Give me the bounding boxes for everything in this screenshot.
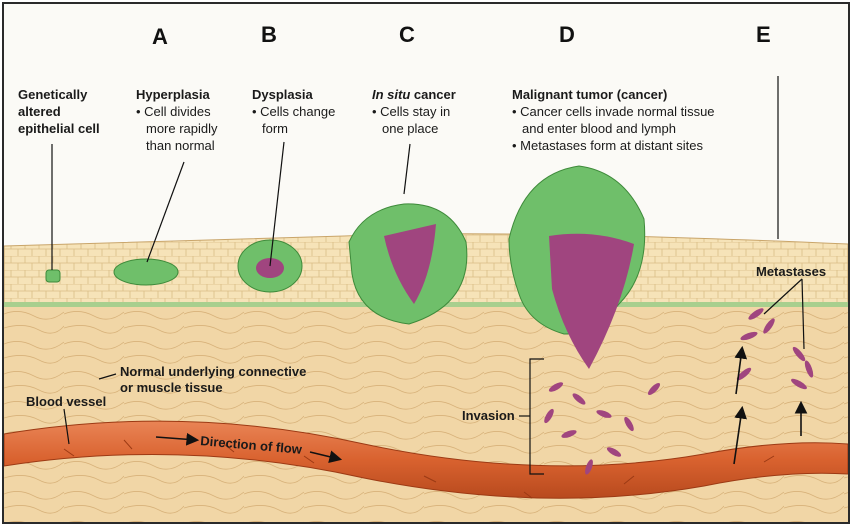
dysplasia-line-2: form <box>262 121 288 136</box>
blood-vessel-label: Blood vessel <box>26 394 106 409</box>
insitu-title: In situ cancer <box>372 87 456 102</box>
genetic-label-3: epithelial cell <box>18 121 100 136</box>
invading-cells <box>544 382 661 475</box>
hyperplasia-line-2: more rapidly <box>146 121 218 136</box>
genetic-label-1: Genetically <box>18 87 88 102</box>
genetic-label-2: altered <box>18 104 61 119</box>
dysplasia-line-1: • Cells change <box>252 104 335 119</box>
malignant-line-1: • Cancer cells invade normal tissue <box>512 104 715 119</box>
altered-cell <box>45 269 61 283</box>
hyperplasia-title: Hyperplasia <box>136 87 210 102</box>
hyperplasia-line-3: than normal <box>146 138 215 153</box>
connective-tissue <box>4 304 848 522</box>
stage-label-d: D <box>559 22 575 47</box>
insitu-line-2: one place <box>382 121 438 136</box>
metastasis-arrows <box>155 345 808 465</box>
leader-lines <box>51 76 805 475</box>
metastasis-cells <box>736 308 814 390</box>
malignant-line-2: and enter blood and lymph <box>522 121 676 136</box>
cancer-progression-diagram: A B C D E Genetically altered epithelial… <box>4 22 848 522</box>
connective-label-1: Normal underlying connective <box>120 364 306 379</box>
stage-label-c: C <box>399 22 415 47</box>
connective-label-2: or muscle tissue <box>120 380 223 395</box>
hyperplasia-line-1: • Cell divides <box>136 104 211 119</box>
insitu-line-1: • Cells stay in <box>372 104 450 119</box>
stage-label-e: E <box>756 22 771 47</box>
blood-vessel-shape <box>4 420 848 499</box>
hyperplasia-cluster <box>113 258 179 286</box>
dysplasia-title: Dysplasia <box>252 87 313 102</box>
metastases-label: Metastases <box>756 264 826 279</box>
stage-label-b: B <box>261 22 277 47</box>
malignant-title: Malignant tumor (cancer) <box>512 87 667 102</box>
malignant-line-3: • Metastases form at distant sites <box>512 138 703 153</box>
invasion-label: Invasion <box>462 408 515 423</box>
stage-label-a: A <box>152 24 168 49</box>
